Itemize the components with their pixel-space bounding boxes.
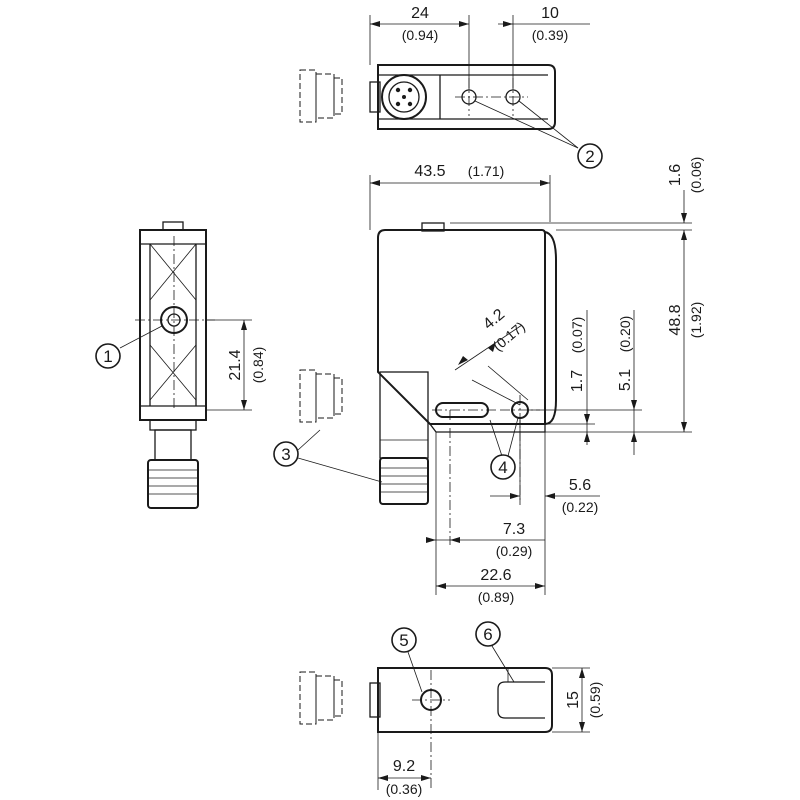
callout-1: 1 [95, 343, 121, 369]
dim-22-6-imperial: (0.89) [478, 589, 515, 605]
dim-5-6-imperial: (0.22) [562, 499, 599, 515]
svg-text:3: 3 [281, 445, 290, 464]
svg-text:6: 6 [483, 625, 492, 644]
callout-4: 4 [490, 454, 516, 480]
dim-48-8-imperial: (1.92) [688, 302, 704, 339]
dim-15-imperial: (0.59) [587, 682, 603, 719]
dim-5-6-value: 5.6 [569, 477, 591, 494]
front-view: 21.4 (0.84) [119, 221, 266, 509]
top-view: 24 (0.94) 10 (0.39) [299, 5, 590, 149]
side-connector [379, 457, 429, 505]
bottom-view-body [377, 667, 553, 733]
side-view: 43.5 (1.71) 1.6 (0.06) 48.8 (1.92) 1.7 (… [297, 157, 704, 605]
callout-2: 2 [577, 143, 603, 169]
svg-text:1: 1 [103, 347, 112, 366]
dim-5-1-value: 5.1 [617, 369, 634, 391]
dim-1-6-imperial: (0.06) [688, 157, 704, 194]
svg-text:2: 2 [585, 147, 594, 166]
connector-pins [381, 74, 427, 120]
dim-9-2-imperial: (0.36) [386, 781, 423, 797]
dim-22-6-value: 22.6 [480, 567, 511, 584]
dim-1-6-value: 1.6 [667, 164, 684, 186]
dim-9-2-value: 9.2 [393, 758, 415, 775]
dim-43-5-imperial: (1.71) [468, 163, 505, 179]
dim-24-value: 24 [411, 5, 429, 22]
callout-5: 5 [391, 627, 417, 653]
callout-3: 3 [273, 441, 299, 467]
dim-10-imperial: (0.39) [532, 27, 569, 43]
svg-text:5: 5 [399, 631, 408, 650]
dim-21-4-value: 21.4 [227, 349, 244, 380]
top-view-body [377, 64, 556, 130]
dim-15-value: 15 [565, 691, 582, 709]
dim-5-1-imperial: (0.20) [617, 316, 633, 353]
dim-21-4-imperial: (0.84) [250, 347, 266, 384]
slot-hole [435, 402, 489, 418]
bottom-window [497, 681, 545, 719]
dim-1-7-value: 1.7 [569, 370, 586, 392]
front-connector [147, 459, 199, 509]
dim-24-imperial: (0.94) [402, 27, 439, 43]
callout-6: 6 [475, 621, 501, 647]
dim-43-5-value: 43.5 [414, 163, 445, 180]
dim-1-7-imperial: (0.07) [569, 317, 585, 354]
dim-48-8-value: 48.8 [667, 304, 684, 335]
dim-7-3-imperial: (0.29) [496, 543, 533, 559]
dim-7-3-value: 7.3 [503, 521, 525, 538]
svg-text:4: 4 [498, 458, 507, 477]
bottom-view: 15 (0.59) 9.2 (0.36) [299, 645, 603, 797]
dim-10-value: 10 [541, 5, 559, 22]
